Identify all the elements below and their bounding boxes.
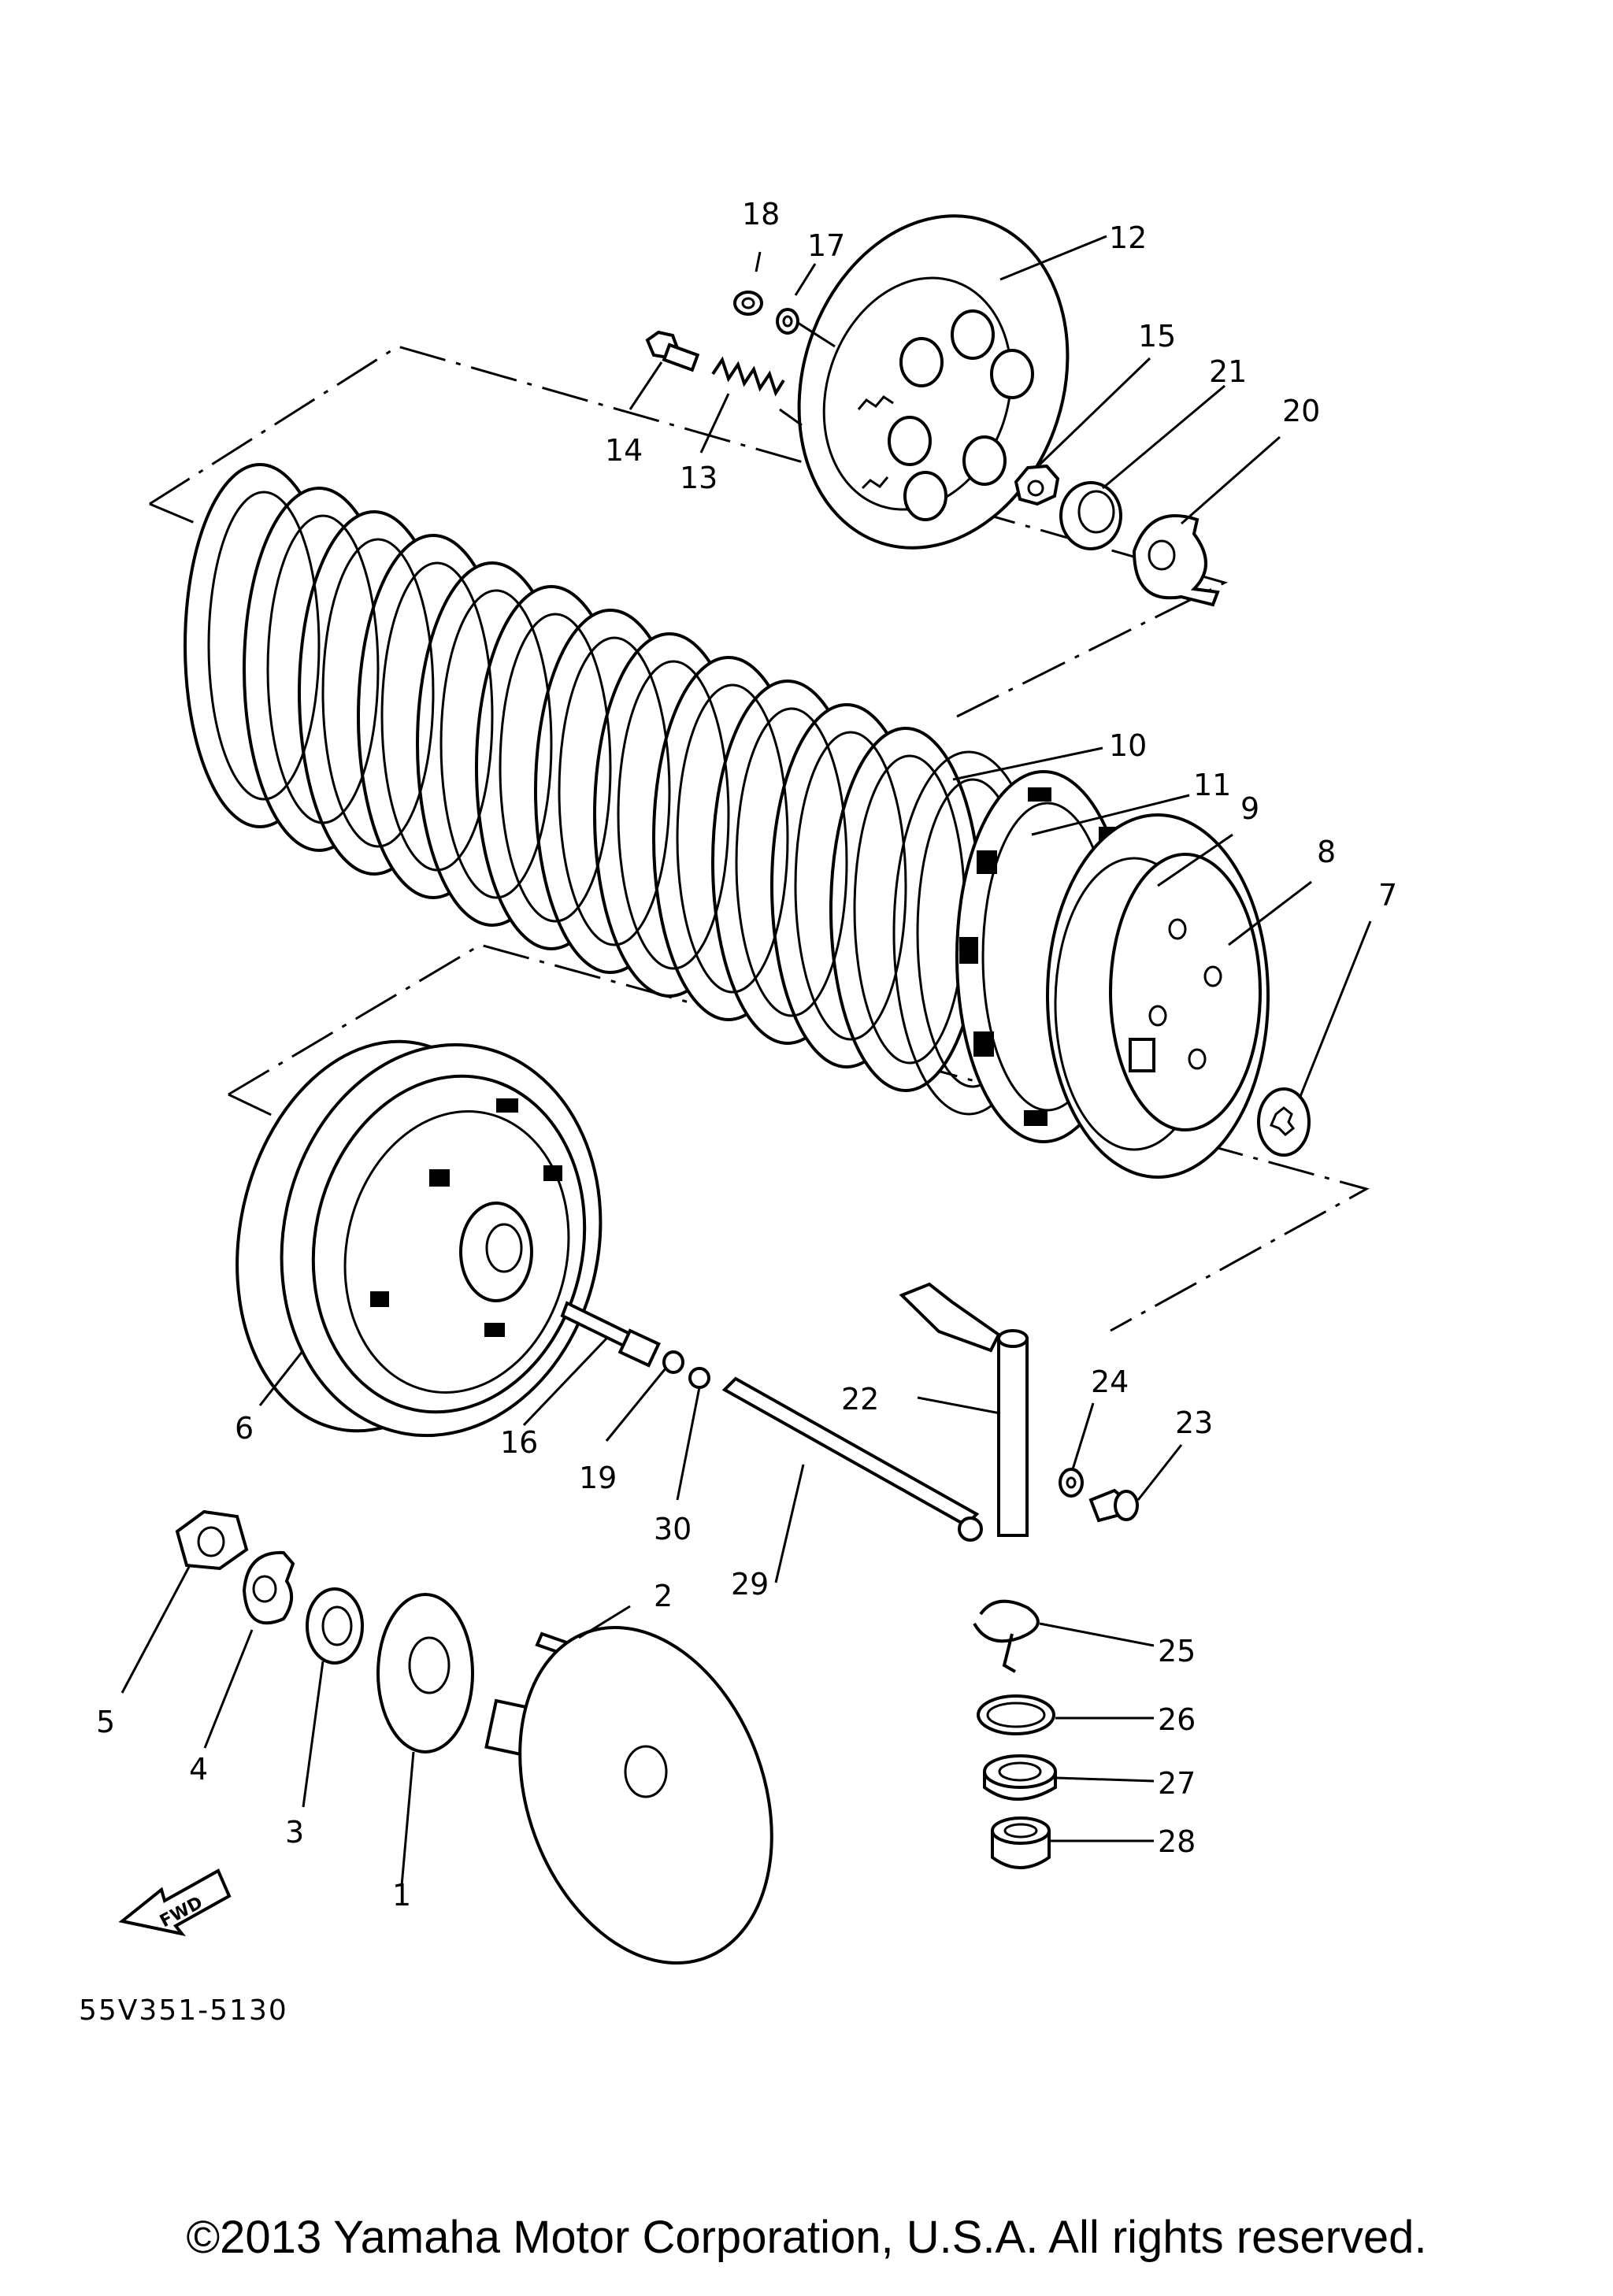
push-rod-16[interactable]	[560, 1301, 661, 1368]
callout-24: 24	[1091, 1365, 1129, 1399]
callout-28: 28	[1158, 1824, 1196, 1859]
callout-17: 17	[807, 228, 845, 263]
primary-drive-gear-1[interactable]	[376, 1593, 474, 1753]
lock-washer-7[interactable]	[1257, 1087, 1311, 1157]
callout-9: 9	[1240, 791, 1259, 826]
washer-24[interactable]	[1059, 1468, 1084, 1498]
washer-17[interactable]	[776, 308, 836, 348]
spring-13[interactable]	[711, 356, 803, 427]
bearing-28[interactable]	[991, 1816, 1051, 1869]
callout-10: 10	[1109, 728, 1147, 763]
nut-5[interactable]	[175, 1509, 249, 1571]
clutch-housing-6[interactable]	[202, 1015, 636, 1465]
callout-22: 22	[841, 1382, 879, 1416]
push-rod-29[interactable]	[721, 1376, 983, 1542]
leader-lines	[121, 235, 1372, 1887]
clutch-boss-8[interactable]	[1046, 813, 1270, 1179]
diagram-code: 55V351-5130	[79, 1994, 288, 2027]
callout-4: 4	[189, 1752, 208, 1787]
callout-13: 13	[680, 461, 718, 495]
torsion-spring-25[interactable]	[973, 1599, 1040, 1673]
callout-2: 2	[654, 1579, 673, 1613]
callout-26: 26	[1158, 1702, 1196, 1737]
callout-11: 11	[1193, 768, 1231, 802]
callout-7: 7	[1378, 878, 1397, 913]
washer-3[interactable]	[306, 1587, 364, 1665]
callout-16: 16	[500, 1425, 538, 1460]
callout-5: 5	[96, 1705, 115, 1739]
callout-8: 8	[1317, 835, 1336, 869]
pressure-plate[interactable]	[758, 181, 1110, 583]
ball-19[interactable]	[662, 1350, 684, 1374]
callout-12: 12	[1109, 220, 1147, 255]
copyright-text: ©2013 Yamaha Motor Corporation, U.S.A. A…	[186, 2212, 1427, 2263]
callout-23: 23	[1175, 1405, 1213, 1440]
callout-15: 15	[1138, 319, 1176, 354]
ball-30[interactable]	[688, 1367, 710, 1389]
bolt-14[interactable]	[645, 330, 700, 372]
callout-3: 3	[285, 1815, 304, 1850]
lock-washer-4[interactable]	[242, 1550, 295, 1625]
callout-18: 18	[742, 197, 780, 231]
callout-19: 19	[579, 1461, 617, 1495]
circlip-26[interactable]	[977, 1694, 1055, 1735]
crankshaft	[484, 1625, 773, 1965]
bolt-23[interactable]	[1088, 1488, 1139, 1523]
callout-20: 20	[1282, 394, 1320, 428]
nut-15[interactable]	[1014, 464, 1060, 506]
callout-14: 14	[605, 433, 643, 468]
bearing-21[interactable]	[1059, 481, 1122, 550]
callout-30: 30	[654, 1512, 692, 1546]
callout-29: 29	[731, 1567, 769, 1602]
oil-seal-27[interactable]	[983, 1754, 1057, 1801]
upper-group-frame	[149, 345, 1229, 718]
clutch-disc-stack[interactable]	[184, 463, 1045, 1116]
callout-6: 6	[235, 1411, 254, 1446]
callout-27: 27	[1158, 1766, 1196, 1801]
nut-18[interactable]	[733, 291, 763, 316]
lock-washer-20[interactable]	[1132, 514, 1220, 607]
push-lever-22[interactable]	[899, 1282, 1029, 1537]
callout-labels: 1 2 3 4 5 6 7 8 9 10 11 12 13 14 15 16 1…	[96, 197, 1397, 1913]
callout-1: 1	[392, 1878, 411, 1913]
fwd-arrow-icon: FWD	[118, 1868, 232, 1937]
callout-21: 21	[1209, 354, 1247, 389]
callout-25: 25	[1158, 1634, 1196, 1668]
